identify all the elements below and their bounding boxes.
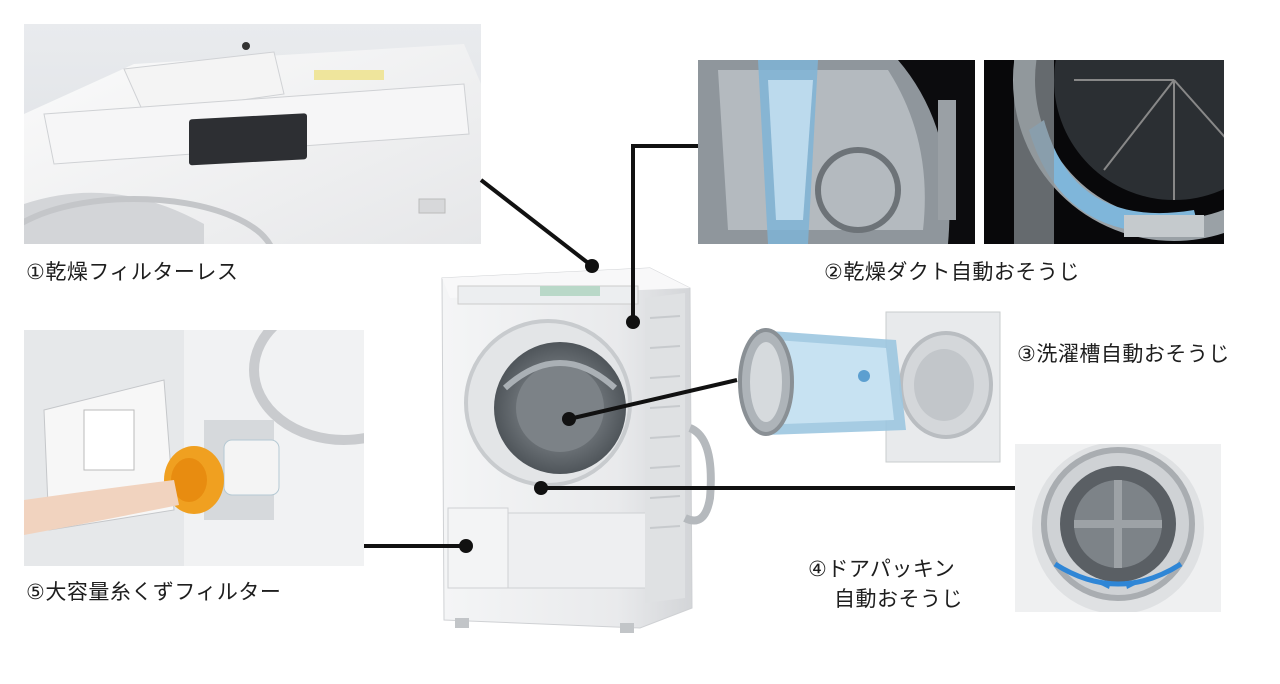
photo-control-panel [24,24,481,244]
feature-4-label-line2: 自動おそうじ [834,587,963,611]
feature-3-label: ③洗濯槽自動おそうじ [1017,342,1230,366]
connector-3 [568,378,738,421]
connector-dot-2 [626,315,640,329]
connector-2 [631,144,698,322]
connector-dot-4 [534,481,548,495]
photo-drying-duct-right [984,60,1224,244]
photo-lint-filter [24,330,364,566]
photo-drum-cleaning [736,310,1002,466]
connector-1 [479,178,594,268]
washing-machine [430,258,720,643]
connector-dot-5 [459,539,473,553]
feature-1-label: ①乾燥フィルターレス [26,260,239,284]
feature-5-label: ⑤大容量糸くずフィルター [26,580,282,604]
connector-dot-3 [562,412,576,426]
photo-drying-duct-left [698,60,975,244]
feature-4-label-line1: ④ドアパッキン [808,557,956,581]
connector-dot-1 [585,259,599,273]
photo-door-seal [1015,444,1221,612]
feature-2-label: ②乾燥ダクト自動おそうじ [824,260,1080,284]
